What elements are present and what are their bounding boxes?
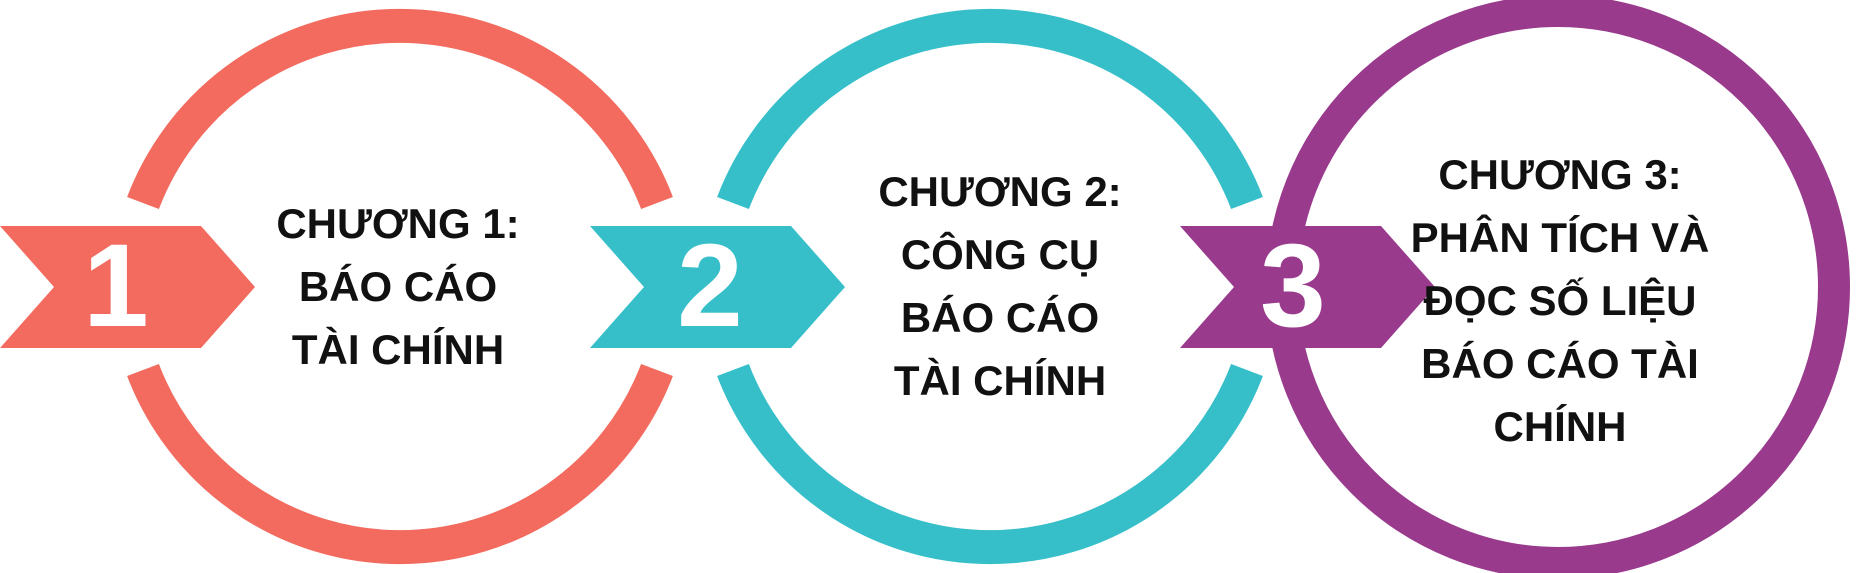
step-1-ring-bottom bbox=[127, 363, 673, 565]
step-1-number: 1 bbox=[83, 220, 149, 352]
step-2-title: CHƯƠNG 2: CÔNG CỤ BÁO CÁO TÀI CHÍNH bbox=[830, 130, 1170, 442]
step-1-title: CHƯƠNG 1: BÁO CÁO TÀI CHÍNH bbox=[238, 160, 558, 412]
step-3: 3 bbox=[1180, 0, 1850, 573]
step-1-chevron-arrow bbox=[0, 226, 255, 348]
step-3-title-line: PHÂN TÍCH VÀ bbox=[1410, 213, 1710, 261]
step-1-ring-top bbox=[127, 8, 673, 210]
step-2: 2 bbox=[590, 8, 1263, 565]
step-2-number: 2 bbox=[677, 220, 743, 352]
step-1-title-line: BÁO CÁO bbox=[298, 262, 498, 310]
step-2-ring-top bbox=[717, 8, 1263, 210]
step-1-title-line: TÀI CHÍNH bbox=[291, 325, 505, 373]
step-3-number: 3 bbox=[1260, 220, 1326, 352]
step-2-ring-bottom bbox=[717, 363, 1263, 565]
step-1-title-line: CHƯƠNG 1: bbox=[276, 199, 520, 247]
step-2-title-line: CÔNG CỤ bbox=[900, 231, 1100, 278]
step-2-title-line: BÁO CÁO bbox=[900, 294, 1100, 341]
step-2-title-line: CHƯƠNG 2: bbox=[878, 168, 1122, 215]
step-3-chevron-arrow bbox=[1180, 226, 1435, 348]
step-2-chevron-arrow bbox=[590, 226, 845, 348]
step-2-title-line: TÀI CHÍNH bbox=[893, 357, 1107, 404]
step-3-title: CHƯƠNG 3: PHÂN TÍCH VÀ ĐỌC SỐ LIỆU BÁO C… bbox=[1410, 120, 1710, 480]
step-3-title-line: CHÍNH bbox=[1493, 402, 1627, 450]
step-3-title-line: ĐỌC SỐ LIỆU bbox=[1423, 276, 1697, 324]
step-3-title-line: CHƯƠNG 3: bbox=[1438, 150, 1682, 198]
step-3-title-line: BÁO CÁO TÀI bbox=[1421, 339, 1699, 387]
step-1: 1 bbox=[0, 8, 673, 565]
